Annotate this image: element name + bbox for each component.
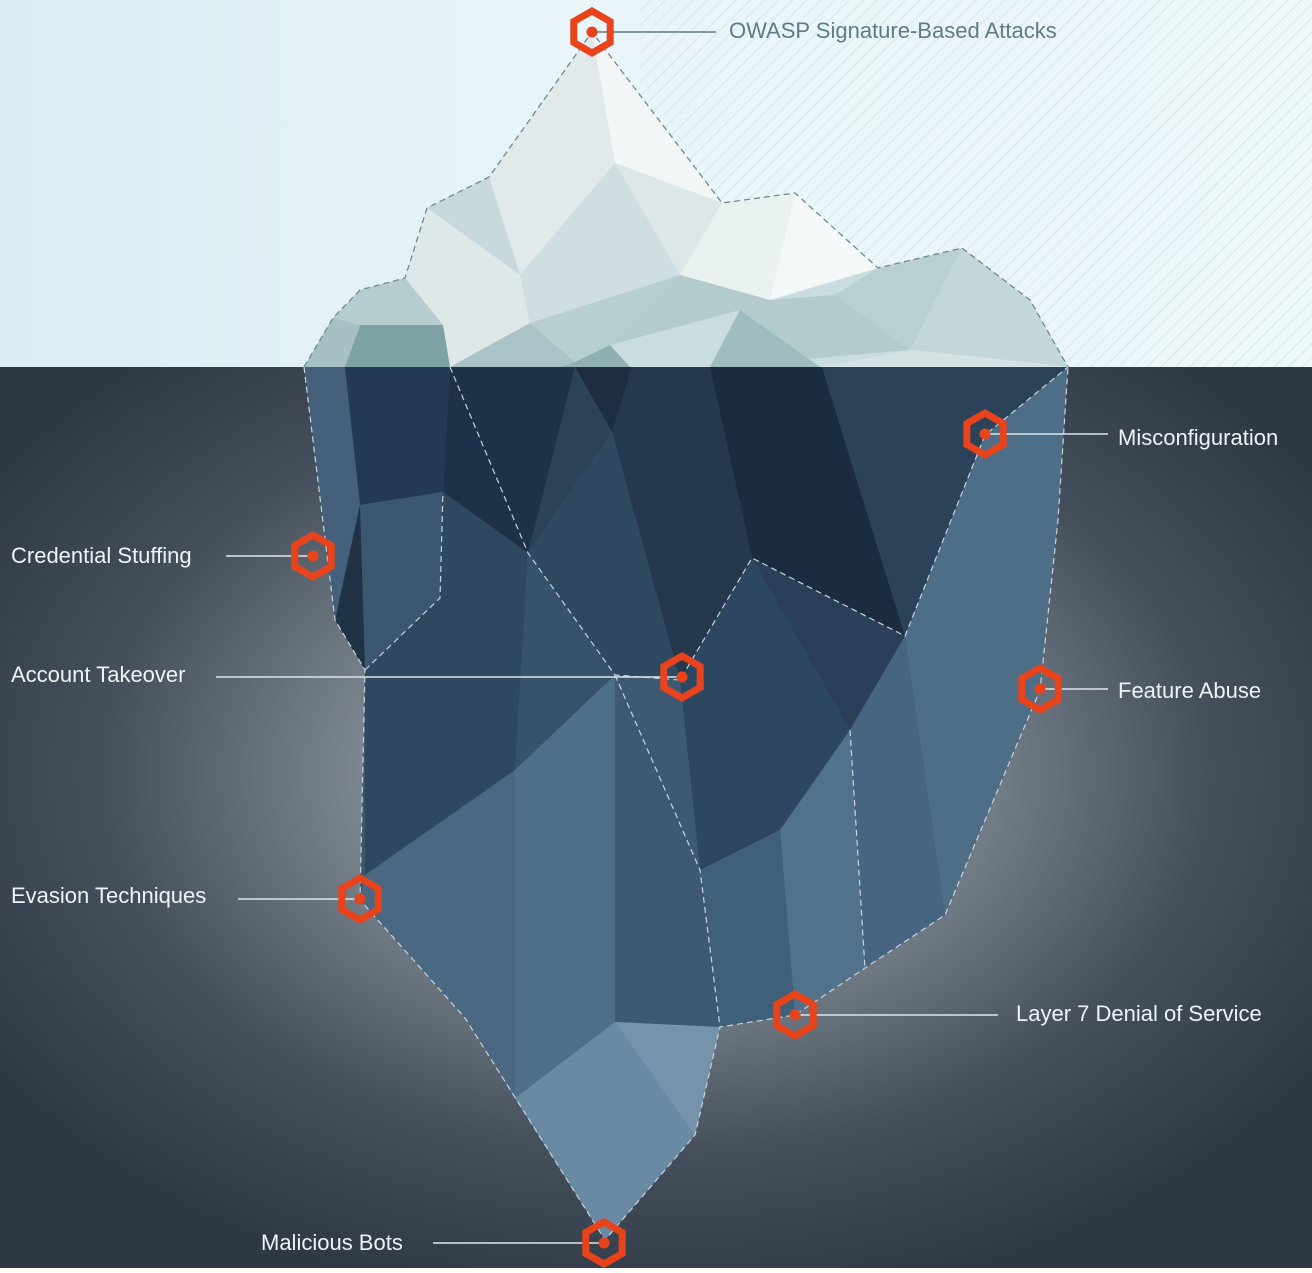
hexagon-icon (963, 408, 1007, 460)
hexagon-icon (338, 873, 382, 925)
hexagon-markers (291, 6, 1062, 1269)
hexagon-icon (1018, 663, 1062, 715)
label-misconfig: Misconfiguration (1118, 425, 1279, 450)
label-credential: Credential Stuffing (11, 543, 192, 568)
iceberg-below-water (303, 366, 1069, 1242)
hexagon-icon (773, 989, 817, 1041)
label-feature: Feature Abuse (1118, 678, 1262, 703)
label-takeover: Account Takeover (11, 662, 186, 687)
label-evasion: Evasion Techniques (11, 883, 207, 908)
label-bots: Malicious Bots (261, 1230, 403, 1255)
label-owasp: OWASP Signature-Based Attacks (729, 18, 1057, 43)
hexagon-icon (570, 6, 614, 58)
hexagon-icon (582, 1217, 626, 1269)
label-dos: Layer 7 Denial of Service (1016, 1001, 1262, 1026)
hexagon-icon (291, 530, 335, 582)
iceberg-above-water (303, 30, 1069, 368)
hexagon-icon (660, 651, 704, 703)
